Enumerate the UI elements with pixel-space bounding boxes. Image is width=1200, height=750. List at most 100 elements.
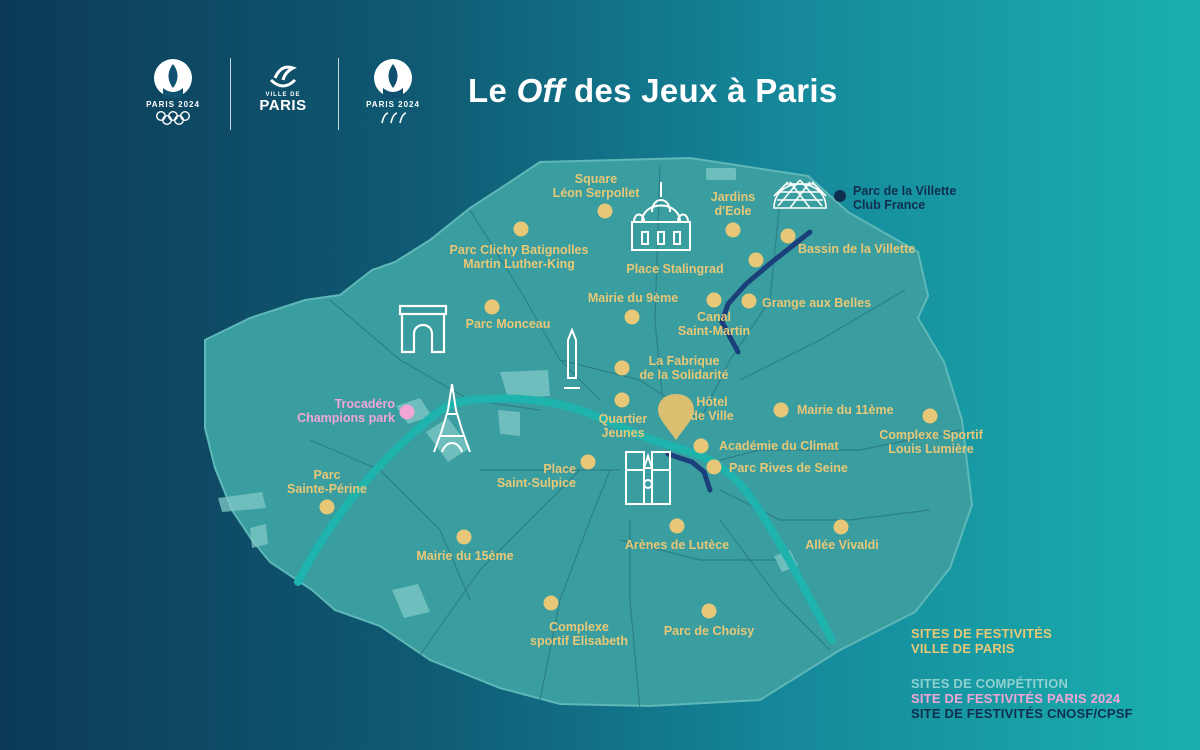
marker-academie-climat[interactable] (693, 438, 709, 454)
legend-cnosf: SITE DE FESTIVITÉS CNOSF/CPSF (911, 706, 1133, 721)
title-part-1: Le (468, 72, 517, 109)
label-parc-monceau: Parc Monceau (466, 317, 551, 331)
label-line: Mairie du 9ème (588, 291, 678, 305)
hotel-de-ville-pin-icon (658, 394, 694, 440)
paris-outline (204, 156, 974, 708)
label-line: Trocadéro (335, 397, 396, 411)
label-bassin-villette: Bassin de la Villette (798, 242, 915, 256)
label-line: Allée Vivaldi (805, 538, 878, 552)
marker-trocadero[interactable] (399, 404, 415, 420)
label-line: Parc Monceau (466, 317, 551, 331)
paralympic-flame-icon (374, 59, 412, 98)
canal-saint-martin-line (719, 229, 813, 355)
label-line: Jeunes (601, 426, 644, 440)
marker-square-leon-serpollet[interactable] (597, 203, 613, 219)
label-line: sportif Elisabeth (530, 634, 628, 648)
map-legend: SITES DE FESTIVITÉS VILLE DE PARIS SITES… (911, 626, 1133, 721)
label-allee-vivaldi: Allée Vivaldi (805, 538, 878, 552)
label-parc-choisy: Parc de Choisy (664, 624, 754, 638)
marker-mairie-11[interactable] (773, 402, 789, 418)
marker-parc-monceau[interactable] (484, 299, 500, 315)
label-academie-climat: Académie du Climat (719, 439, 839, 453)
title-off: Off (516, 72, 565, 109)
marker-jardins-eole[interactable] (725, 222, 741, 238)
olympic-logo-caption: PARIS 2024 (146, 100, 200, 109)
marker-allee-vivaldi[interactable] (833, 519, 849, 535)
seine-river (294, 394, 836, 644)
marker-canal-saint-martin[interactable] (706, 292, 722, 308)
label-grange-aux-belles: Grange aux Belles (762, 296, 871, 310)
label-arenes-lutece: Arènes de Lutèce (625, 538, 729, 552)
label-line: de la Solidarité (640, 368, 729, 382)
legend-ville-line2: VILLE DE PARIS (911, 641, 1015, 656)
legend-competition: SITES DE COMPÉTITION (911, 676, 1069, 691)
olympic-rings-icon (156, 111, 190, 125)
label-line: Mairie du 15ème (416, 549, 513, 563)
sacre-coeur-icon (631, 182, 691, 251)
label-line: Bassin de la Villette (798, 242, 915, 256)
obelisk-icon (564, 327, 580, 389)
label-line: Académie du Climat (719, 439, 839, 453)
marker-mairie-9[interactable] (624, 309, 640, 325)
villette-dome-icon (773, 179, 827, 209)
label-line: Parc (313, 468, 340, 482)
legend-ville-line1: SITES DE FESTIVITÉS (911, 626, 1053, 641)
marker-parc-villette-club-france[interactable] (834, 190, 846, 202)
notre-dame-icon (625, 451, 671, 505)
logo-divider-2 (338, 58, 339, 130)
marker-place-saint-sulpice[interactable] (580, 454, 596, 470)
marker-complexe-elisabeth[interactable] (543, 595, 559, 611)
logo-divider-1 (230, 58, 231, 130)
label-line: Parc Rives de Seine (729, 461, 848, 475)
marker-grange-aux-belles[interactable] (741, 293, 757, 309)
marker-fabrique-solidarite[interactable] (614, 360, 630, 376)
eiffel-tower-icon (433, 383, 471, 453)
marker-bassin-villette[interactable] (780, 228, 796, 244)
marker-quartier-jeunes[interactable] (614, 392, 630, 408)
label-line: Saint-Martin (678, 324, 750, 338)
page-title: Le Off des Jeux à Paris (468, 72, 837, 110)
label-line: Parc de la Villette (853, 184, 956, 198)
label-parc-rives-seine: Parc Rives de Seine (729, 461, 848, 475)
paralympic-logo-caption: PARIS 2024 (366, 100, 420, 109)
label-line: Complexe Sportif (879, 428, 983, 442)
marker-parc-sainte-perine[interactable] (319, 499, 335, 515)
canal-arsenal-line (665, 451, 713, 493)
label-line: de Ville (690, 409, 734, 423)
paris-label: PARIS (259, 97, 307, 114)
marker-complexe-louis-lumiere[interactable] (922, 408, 938, 424)
marker-arenes-lutece[interactable] (669, 518, 685, 534)
label-mairie-9: Mairie du 9ème (588, 291, 678, 305)
label-line: Léon Serpollet (553, 186, 641, 200)
label-line: Champions park (297, 411, 395, 425)
marker-place-stalingrad[interactable] (748, 252, 764, 268)
marker-mairie-15[interactable] (456, 529, 472, 545)
label-line: Louis Lumière (888, 442, 973, 456)
marker-parc-clichy-batignolles[interactable] (513, 221, 529, 237)
label-line: Parc de Choisy (664, 624, 754, 638)
site-markers (319, 190, 938, 619)
label-line: Place (543, 462, 576, 476)
label-mairie-11: Mairie du 11ème (797, 403, 894, 417)
label-line: Canal (697, 310, 731, 324)
arc-de-triomphe-icon (398, 304, 448, 354)
marker-parc-choisy[interactable] (701, 603, 717, 619)
label-line: Arènes de Lutèce (625, 538, 729, 552)
title-part-2: des Jeux à Paris (564, 72, 838, 109)
label-line: Complexe (549, 620, 609, 634)
marker-parc-rives-seine[interactable] (706, 459, 722, 475)
